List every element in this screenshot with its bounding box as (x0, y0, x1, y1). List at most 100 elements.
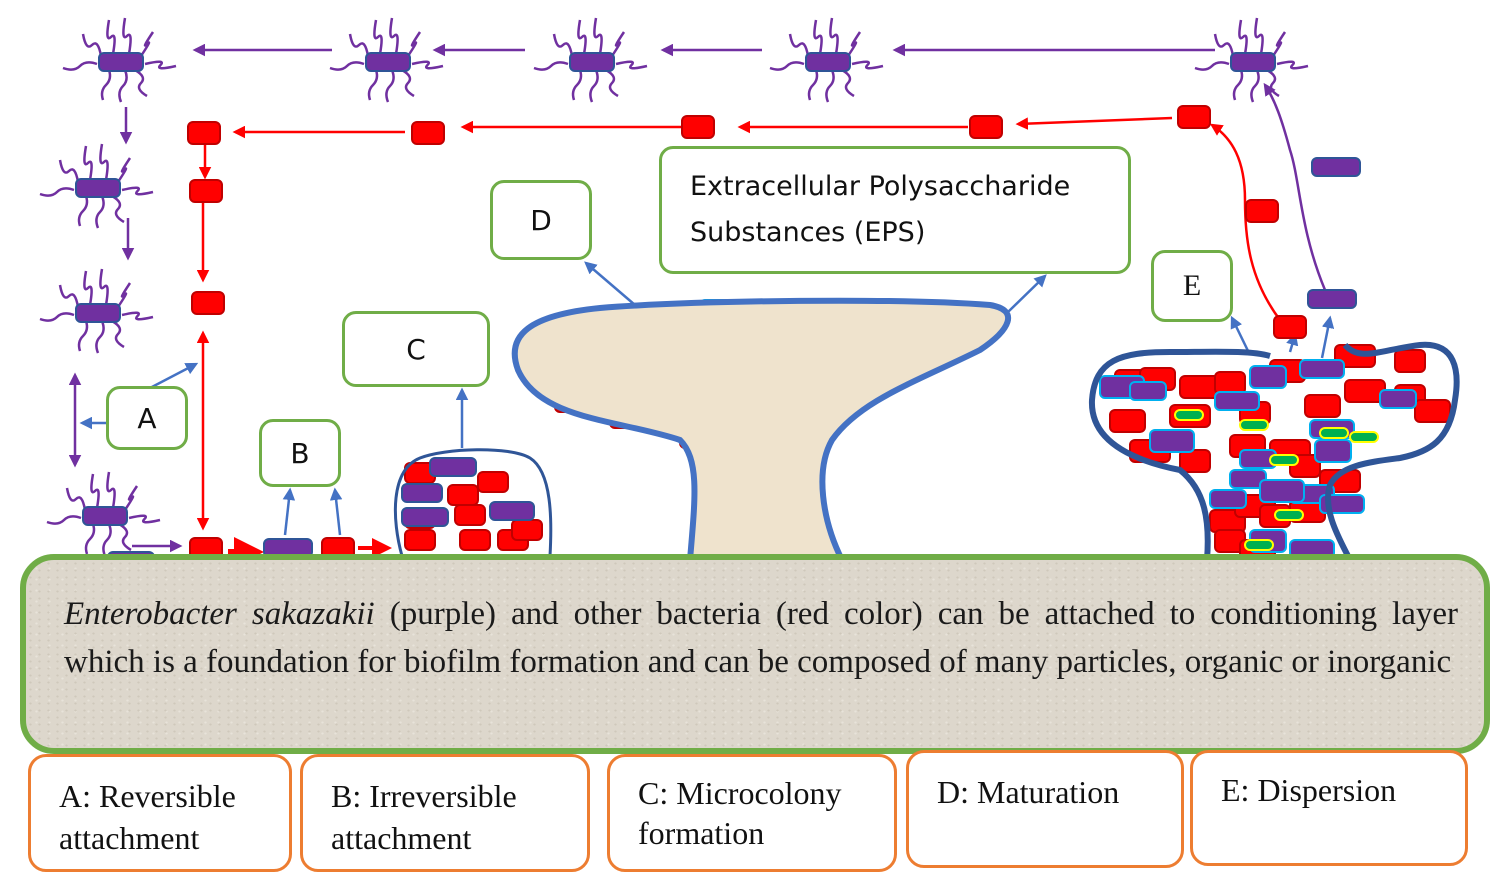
other-bacterium-cell (411, 121, 445, 145)
other-bacterium-cell (459, 529, 491, 551)
eps-matrix-particle (1274, 509, 1304, 521)
flagellum (552, 33, 574, 57)
flagellum (851, 60, 884, 70)
flagellum (829, 17, 839, 55)
stage-label-d: D (490, 180, 592, 260)
stage-label-b: B (259, 419, 341, 487)
other-bacteria-cycle-arrows (196, 116, 1282, 567)
flagellum (385, 69, 395, 103)
e-sakazakii-cell (429, 457, 477, 477)
other-bacterium-cell (1394, 349, 1426, 373)
e-sakazakii-cell (1307, 289, 1357, 309)
flagellum (571, 69, 583, 101)
flagellum (813, 19, 823, 55)
flagellum (593, 17, 603, 55)
e-sakazakii-cell (365, 52, 411, 72)
e-sakazakii-cell (98, 52, 144, 72)
flagellum (118, 522, 132, 552)
other-bacterium-cell (1109, 409, 1146, 433)
conditioning-layer-description: Enterobacter sakazakii (purple) and othe… (64, 596, 1459, 680)
other-bacterium-cell (1334, 344, 1376, 368)
flagellum (46, 515, 82, 525)
flagellum (807, 69, 819, 101)
other-bacterium-cell (681, 115, 715, 139)
flagellum (373, 19, 383, 55)
mature-biofilm-outline (511, 297, 1012, 562)
flagellum (615, 60, 648, 70)
e-sakazakii-cell (1311, 157, 1361, 177)
e-sakazakii-cell (569, 52, 615, 72)
flagellum (83, 270, 93, 306)
eps-matrix-particle (1269, 454, 1299, 466)
flagellum (99, 143, 109, 181)
flagellum (118, 69, 128, 103)
flagellum (1254, 17, 1264, 55)
flagellum (121, 186, 154, 196)
flagellum (77, 320, 89, 352)
flagellum (39, 312, 75, 322)
flagellum (605, 68, 619, 98)
flagellum (769, 61, 805, 71)
flagellated-e-sakazakii (329, 17, 444, 103)
e-sakazakii-cell (805, 52, 851, 72)
other-bacterium-cell (189, 179, 223, 203)
flagellum (411, 60, 444, 70)
e-sakazakii-cell (1379, 389, 1417, 409)
flagellum (58, 284, 80, 308)
e-sakazakii-cell (1299, 359, 1345, 379)
flagellum (846, 31, 862, 57)
other-bacterium-cell (1177, 105, 1211, 129)
microcolony-outline (393, 448, 553, 557)
legend-box-d: D: Maturation (906, 750, 1184, 868)
flagellum (401, 68, 415, 98)
other-bacterium-cell (969, 115, 1003, 139)
flagellum (1250, 69, 1260, 103)
e-sakazakii-cycle-arrows (68, 43, 1327, 553)
e-sakazakii-cell (401, 483, 443, 503)
flagellum (102, 523, 112, 557)
flagellum (1232, 69, 1244, 101)
flagellated-e-sakazakii (39, 268, 154, 354)
flagellum (577, 19, 587, 55)
e-sakazakii-cell (75, 303, 121, 323)
e-sakazakii-cell (1249, 365, 1287, 389)
other-bacterium-cell (1179, 449, 1211, 473)
eps-matrix-particle (1244, 539, 1274, 551)
eps-matrix-particle (1239, 419, 1269, 431)
conditioning-layer: Enterobacter sakazakii (purple) and othe… (20, 554, 1490, 754)
flagellum (1266, 68, 1280, 98)
flagellum (139, 31, 155, 57)
other-bacterium-cell (1214, 371, 1246, 395)
eps-matrix-particle (1319, 427, 1349, 439)
flagellated-e-sakazakii (46, 471, 161, 557)
flagellum (84, 523, 96, 555)
e-sakazakii-cell (1149, 429, 1195, 453)
other-bacterium-cell (404, 529, 436, 551)
flagellum (62, 61, 98, 71)
flagellum (65, 487, 87, 511)
e-sakazakii-cell (489, 501, 535, 521)
e-sakazakii-cell (75, 178, 121, 198)
flagellum (106, 471, 116, 509)
stage-label-c: C (342, 311, 490, 387)
other-bacterium-cell (511, 519, 543, 541)
other-bacterium-cell (1304, 394, 1341, 418)
flagellum (90, 473, 100, 509)
flagellum (121, 311, 154, 321)
flagellum (329, 61, 365, 71)
stage-label-e: E (1151, 250, 1233, 322)
flagellum (81, 33, 103, 57)
other-bacterium-cell (447, 484, 479, 506)
flagellum (83, 145, 93, 181)
flagellum (116, 282, 132, 308)
other-bacterium-cell (187, 121, 221, 145)
e-sakazakii-cell (1209, 489, 1247, 509)
other-bacterium-cell (477, 471, 509, 493)
flagellated-e-sakazakii (1194, 17, 1309, 103)
flagellum (77, 195, 89, 227)
e-sakazakii-cell (1230, 52, 1276, 72)
flagellum (95, 195, 105, 229)
